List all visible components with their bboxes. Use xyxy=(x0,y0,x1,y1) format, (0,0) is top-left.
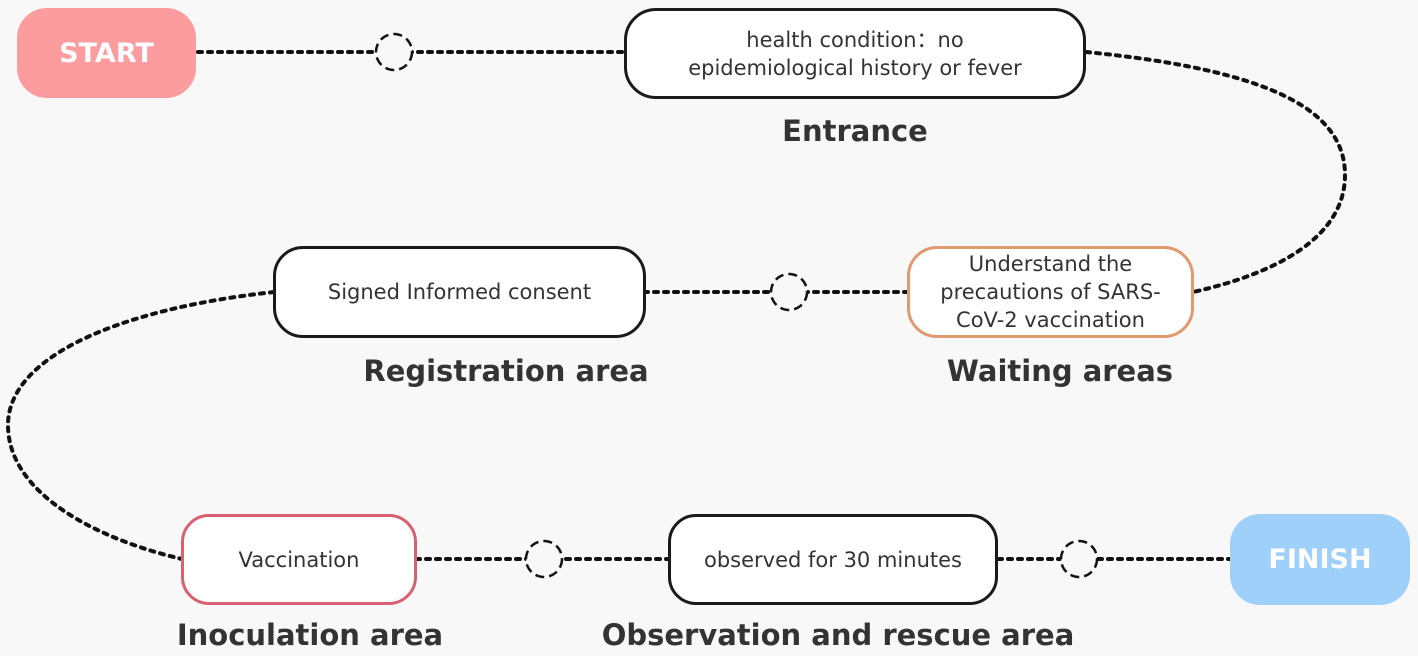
observation-area-label: Observation and rescue area xyxy=(601,618,1075,652)
entrance-box: health condition：no epidemiological hist… xyxy=(624,8,1086,99)
finish-label: FINISH xyxy=(1268,544,1372,575)
observation-text: observed for 30 minutes xyxy=(704,547,962,572)
waypoint-circle-1 xyxy=(374,32,414,72)
connector-registration-vaccination xyxy=(5,290,276,561)
vaccination-box: Vaccination xyxy=(181,514,417,605)
registration-text: Signed Informed consent xyxy=(327,280,592,304)
waypoint-circle-3 xyxy=(524,539,564,579)
entrance-area-label: Entrance xyxy=(782,114,928,148)
entrance-text-line1: health condition：no xyxy=(746,27,964,52)
waiting-area-label: Waiting areas xyxy=(946,354,1174,388)
observation-box: observed for 30 minutes xyxy=(668,514,998,605)
registration-box: Signed Informed consent xyxy=(273,246,646,338)
registration-area-label: Registration area xyxy=(363,354,649,388)
finish-terminal: FINISH xyxy=(1230,514,1410,605)
waypoint-circle-4 xyxy=(1059,539,1099,579)
connector-entrance-waiting xyxy=(1084,50,1348,294)
waiting-text-line1: Understand the xyxy=(968,252,1133,276)
start-terminal: START xyxy=(17,8,196,98)
waiting-text-line2: precautions of SARS- xyxy=(940,280,1161,304)
waiting-box: Understand the precautions of SARS- CoV-… xyxy=(907,246,1194,338)
inoculation-area-label: Inoculation area xyxy=(176,618,444,652)
waypoint-circle-2 xyxy=(769,272,809,312)
start-label: START xyxy=(59,37,154,69)
vaccination-text: Vaccination xyxy=(238,547,360,572)
entrance-text-line2: epidemiological history or fever xyxy=(688,55,1022,80)
waiting-text-line3: CoV-2 vaccination xyxy=(956,308,1145,332)
